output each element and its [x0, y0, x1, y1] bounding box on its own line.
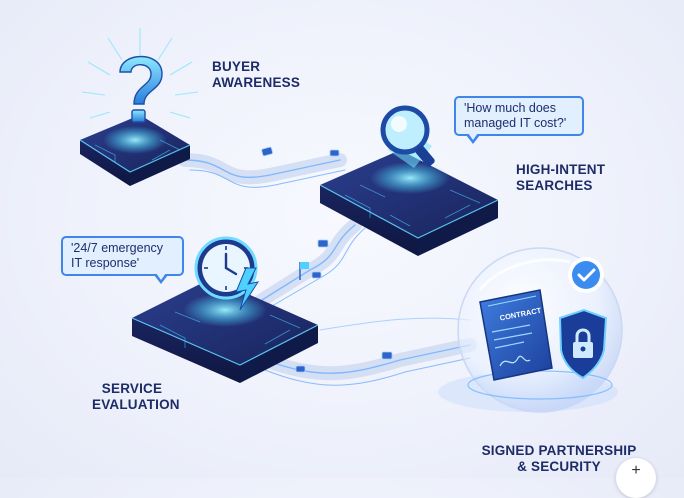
- clock-icon: [194, 236, 260, 311]
- checkmark-badge-icon: [568, 257, 604, 293]
- plus-glyph: +: [631, 462, 641, 479]
- contract-shield-icon: CONTRACT: [479, 289, 608, 381]
- plus-icon[interactable]: +: [616, 458, 656, 498]
- data-packets: [261, 146, 393, 373]
- magnifier-icon: [380, 105, 435, 168]
- platform-awareness: [79, 115, 191, 186]
- bubble-tail: [466, 133, 480, 144]
- flow-paths: [178, 153, 477, 386]
- journey-scene: CONTRACT: [79, 28, 623, 413]
- flag-icon: [299, 262, 309, 280]
- platform-evaluation: [131, 278, 319, 383]
- bubble-tail: [154, 273, 168, 284]
- question-mark-icon: [81, 28, 199, 123]
- platform-searches: [319, 150, 499, 256]
- label-signed-partnership: SIGNED PARTNERSHIP& SECURITY: [481, 443, 637, 474]
